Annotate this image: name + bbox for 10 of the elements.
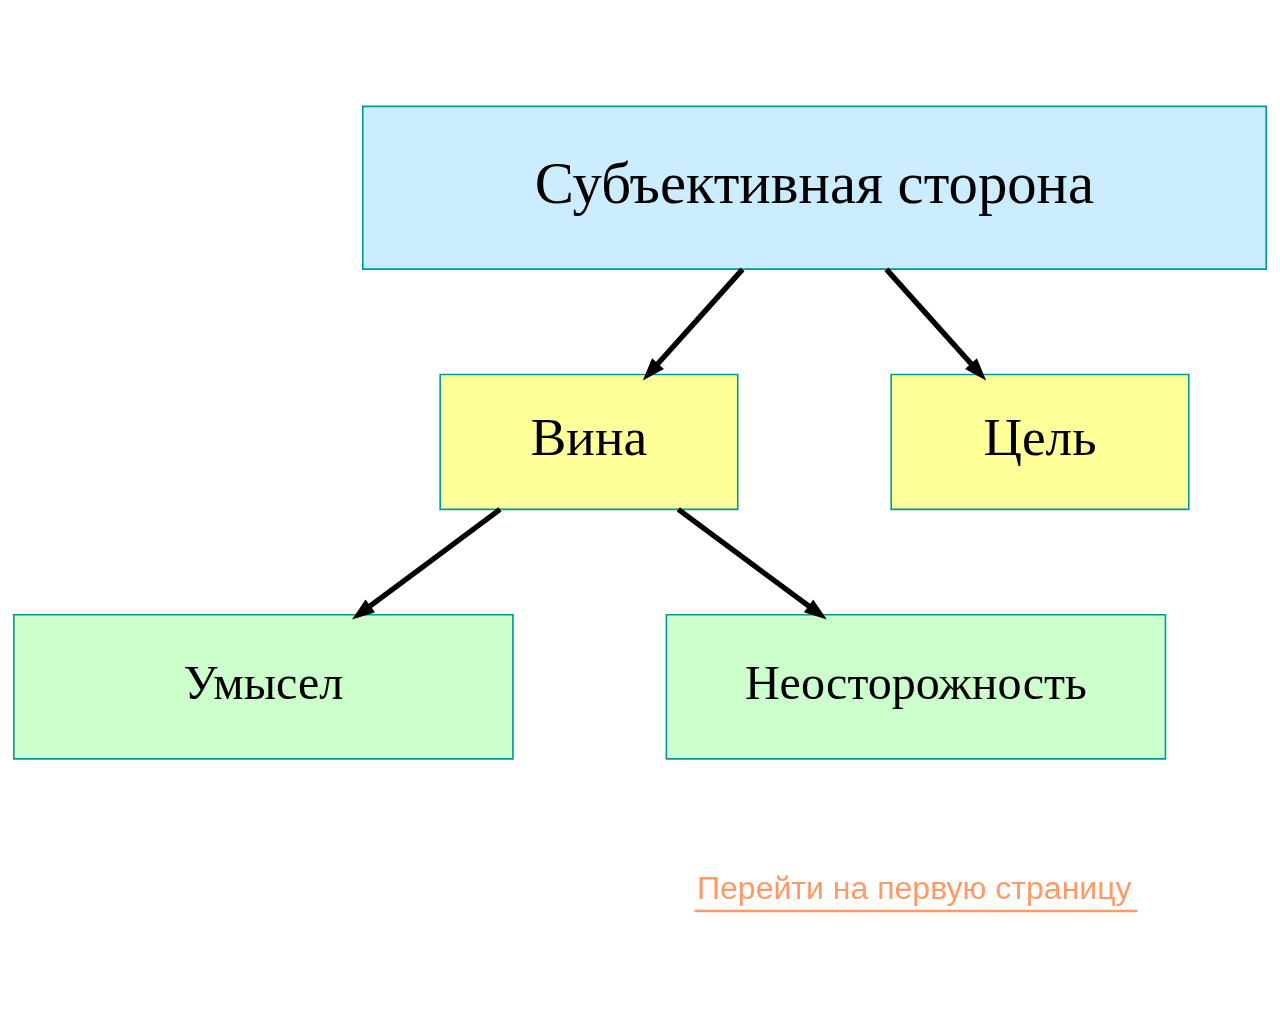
arrow bbox=[884, 267, 987, 381]
node-box: Субъективная сторона bbox=[361, 105, 1267, 270]
arrow bbox=[642, 267, 745, 381]
arrow bbox=[352, 507, 502, 620]
node-box: Цель bbox=[890, 373, 1190, 511]
label: Перейти на первую страницу bbox=[697, 870, 1132, 907]
arrow bbox=[676, 507, 827, 620]
node-box: Вина bbox=[439, 373, 739, 511]
node-box: Умысел bbox=[13, 613, 514, 760]
node-box: Неосторожность bbox=[665, 613, 1167, 760]
